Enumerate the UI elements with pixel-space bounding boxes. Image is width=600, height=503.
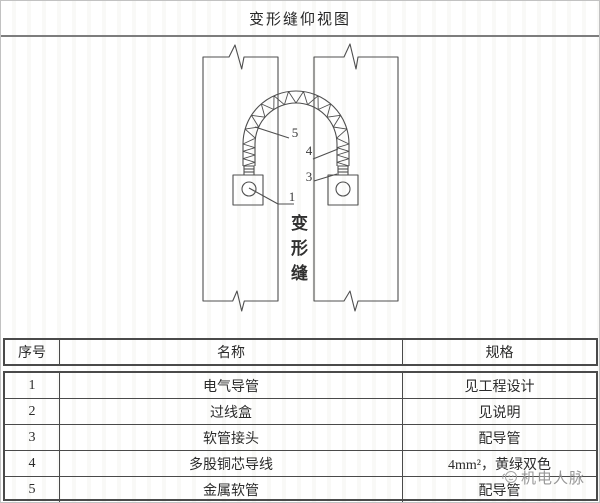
flexible-conduit — [242, 90, 350, 167]
cell-name: 软管接头 — [60, 425, 403, 451]
cell-no: 1 — [5, 373, 60, 399]
drawing-title: 变形缝仰视图 — [248, 11, 351, 28]
header-cell-name: 名称 — [60, 340, 403, 364]
conduit-zigzag-right-leg — [336, 143, 350, 167]
header-cell-spec: 规格 — [485, 346, 514, 361]
left-slab — [202, 44, 279, 312]
watermark-logo-icon — [502, 471, 517, 483]
leader-line-5 — [254, 126, 290, 139]
conduit-outer-arc — [242, 90, 350, 145]
cell-spec: 4mm²，黄绿双色 — [403, 451, 596, 477]
watermark-text: 机电人脉 — [521, 470, 586, 487]
callout-4: 4 — [306, 143, 313, 158]
deformation-joint-label: 变形缝 — [288, 214, 307, 289]
knockout-circle-left — [241, 181, 257, 197]
cell-name: 过线盒 — [60, 399, 403, 425]
junction-box-right — [327, 174, 359, 206]
callout-1: 1 — [289, 189, 296, 204]
cell-name: 电气导管 — [60, 373, 403, 399]
right-slab — [313, 43, 399, 312]
cell-name: 多股铜芯导线 — [60, 451, 403, 477]
conduit-zigzag-left-leg — [242, 143, 256, 167]
leader-line-1 — [248, 187, 294, 205]
cell-no: 3 — [5, 425, 60, 451]
cell-no: 2 — [5, 399, 60, 425]
leader-line-3 — [313, 173, 338, 182]
conduit-fitting-left — [243, 165, 255, 176]
junction-box-left — [232, 174, 264, 206]
parts-table: 1 电气导管 见工程设计 2 过线盒 见说明 3 软管接头 配导管 4 多股铜芯… — [3, 371, 598, 502]
cell-spec: 见工程设计 — [403, 373, 596, 399]
cell-name: 金属软管 — [60, 477, 403, 502]
cell-spec: 配导管 — [403, 425, 596, 451]
callout-5: 5 — [292, 125, 299, 140]
knockout-circle-right — [335, 181, 351, 197]
watermark: 机电人脉 — [501, 467, 585, 487]
leader-line-4 — [312, 148, 339, 160]
parts-table-header: 序号 名称 规格 — [3, 338, 598, 366]
cell-spec: 见说明 — [403, 399, 596, 425]
header-cell-no: 序号 — [5, 340, 60, 364]
conduit-zigzag-arc — [242, 91, 350, 145]
cell-no: 5 — [5, 477, 60, 502]
diagram-canvas: 5 4 3 1 — [202, 43, 399, 312]
cell-spec: 配导管 — [478, 484, 521, 499]
cell-no: 4 — [5, 451, 60, 477]
callout-3: 3 — [306, 169, 313, 184]
title-bar: 变形缝仰视图 — [1, 1, 599, 37]
conduit-fitting-right — [337, 165, 349, 176]
